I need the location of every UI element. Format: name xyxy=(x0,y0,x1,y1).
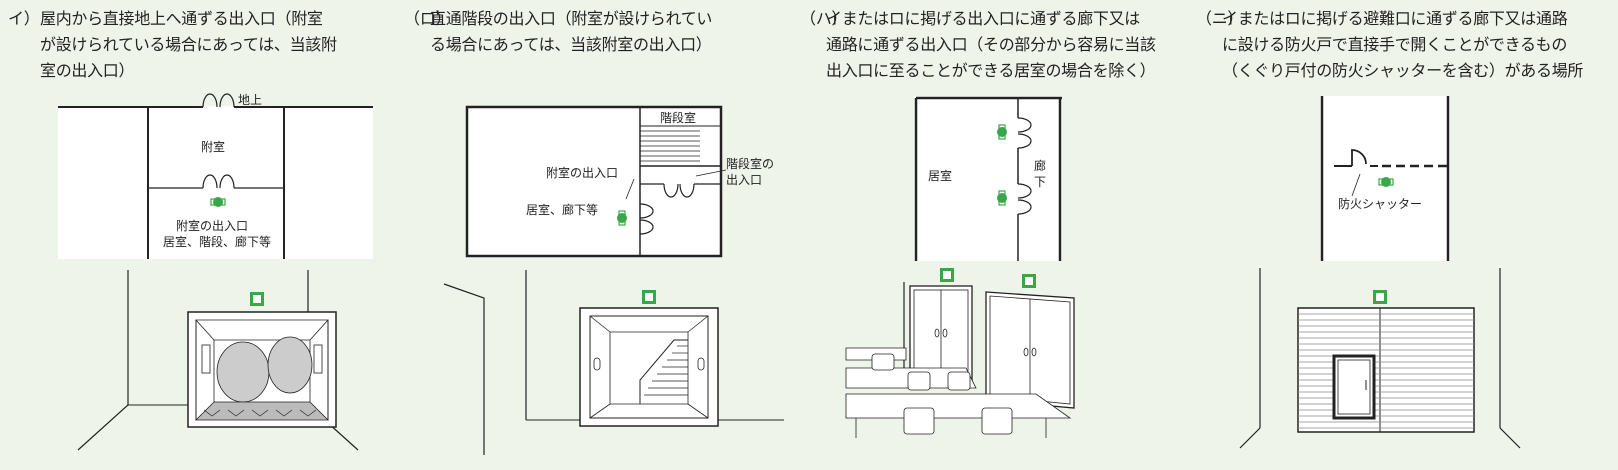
plan-diagram-ro: 階段室 附室の出入口 階段室の 出入口 居室、廊下等 xyxy=(465,105,774,258)
perspective-illustration-ha xyxy=(845,268,1075,438)
column-i-marker: イ） xyxy=(8,9,40,28)
room-label: 居室 xyxy=(928,168,952,183)
column-ha-heading-text: イまたはロに掲げる出入口に通ずる廊下又は 通路に通ずる出入口（その部分から容易に… xyxy=(826,9,1156,80)
column-ro: （ロ） 直通階段の出入口（附室が設けられてい る場合にあっては、当該附室の出入口… xyxy=(404,0,804,470)
stair-room-label: 階段室 xyxy=(660,110,696,125)
emergency-exit-sign-icon xyxy=(940,268,954,282)
anteroom-exit-label: 附室の出入口 xyxy=(176,218,248,233)
perspective-illustration-i xyxy=(77,270,359,451)
exit-marker-icon xyxy=(210,197,226,207)
anteroom-exit-label-ro: 附室の出入口 xyxy=(546,165,618,180)
anteroom-label: 附室 xyxy=(201,139,225,154)
plan-diagram-i: 地上 附室 附室の出入口 居室、階段、廊下等 xyxy=(58,93,373,259)
corridor-label-2: 下 xyxy=(1034,175,1046,189)
exit-marker-icon xyxy=(1378,177,1394,187)
column-ni-heading-text: イまたはロに掲げる避難口に通ずる廊下又は通路 に設ける防火戸で直接手で開くことが… xyxy=(1222,9,1584,80)
rooms-label: 居室、階段、廊下等 xyxy=(163,234,271,249)
plan-diagram-ha: 居室 廊 下 xyxy=(914,96,1062,261)
stair-exit-label-line1: 階段室の xyxy=(726,156,774,171)
exit-marker-icon xyxy=(997,124,1007,140)
column-ro-marker: （ロ） xyxy=(404,9,452,28)
column-ni: （ニ） イまたはロに掲げる避難口に通ずる廊下又は通路 に設ける防火戸で直接手で開… xyxy=(1196,0,1596,470)
perspective-illustration-ro xyxy=(443,270,784,455)
emergency-exit-sign-icon xyxy=(1373,290,1387,304)
column-ni-marker: （ニ） xyxy=(1196,9,1244,28)
exit-marker-icon xyxy=(997,190,1007,206)
column-i-heading-text: 屋内から直接地上へ通ずる出入口（附室 が設けられている場合にあっては、当該附 室… xyxy=(40,9,337,80)
column-ha: （ハ） イまたはロに掲げる出入口に通ずる廊下又は 通路に通ずる出入口（その部分か… xyxy=(800,0,1200,470)
perspective-illustration-ni xyxy=(1239,268,1521,449)
exit-marker-icon xyxy=(617,210,627,226)
corridor-label-1: 廊 xyxy=(1034,158,1046,173)
ground-label: 地上 xyxy=(238,93,262,107)
column-i: イ） 屋内から直接地上へ通ずる出入口（附室 が設けられている場合にあっては、当該… xyxy=(8,0,408,470)
fire-shutter-label: 防火シャッター xyxy=(1338,196,1422,211)
emergency-exit-sign-icon xyxy=(250,292,264,306)
column-ha-marker: （ハ） xyxy=(800,9,848,28)
emergency-exit-sign-icon xyxy=(1022,274,1036,288)
stair-exit-label-line2: 出入口 xyxy=(726,173,762,187)
rooms-corridor-label: 居室、廊下等 xyxy=(526,202,598,217)
column-ro-heading-text: 直通階段の出入口（附室が設けられてい る場合にあっては、当該附室の出入口） xyxy=(430,9,713,54)
emergency-exit-sign-icon xyxy=(642,290,656,304)
plan-diagram-ni: 防火シャッター xyxy=(1320,96,1450,261)
